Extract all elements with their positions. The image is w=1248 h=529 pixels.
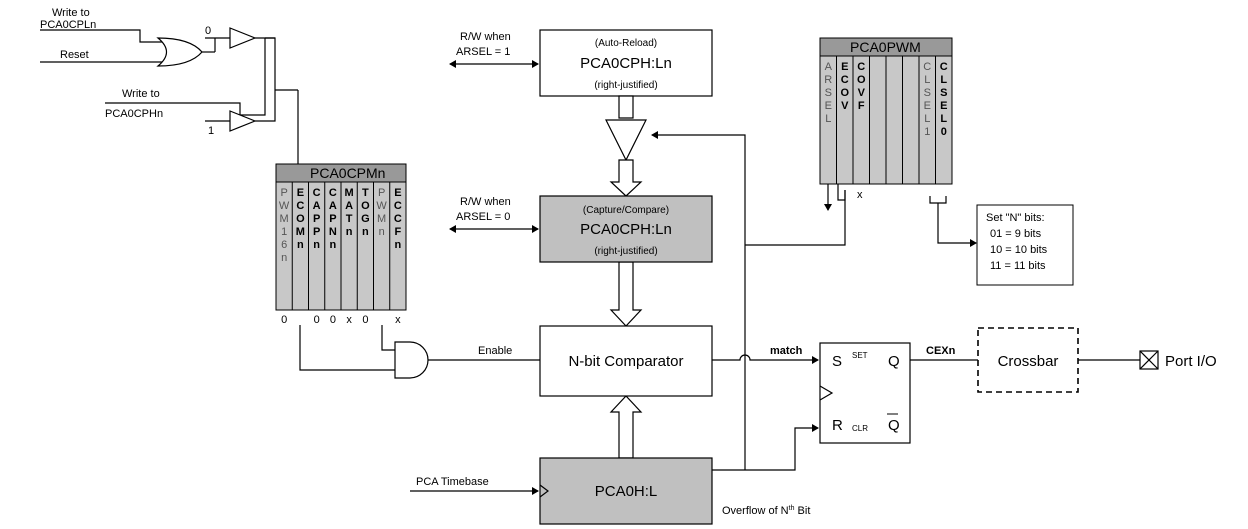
nbits-note bbox=[976, 204, 1074, 286]
pwm-output-lines bbox=[824, 184, 977, 247]
cexn-label: CEXn bbox=[926, 345, 956, 357]
and-gate bbox=[394, 341, 429, 379]
nbits-line4: 11 = 11 bits bbox=[990, 260, 1046, 272]
zero-input-label: 0 bbox=[205, 25, 211, 37]
timebase-label: PCA Timebase bbox=[416, 476, 489, 488]
reset-label: Reset bbox=[60, 49, 89, 61]
pcaocpmn-value-0: 0 bbox=[281, 314, 287, 326]
pcaopwm-title: PCA0PWM bbox=[850, 39, 921, 55]
pcaocpmn-value-5: 0 bbox=[362, 314, 368, 326]
ff-clr-label: CLR bbox=[852, 424, 868, 433]
counter-label: PCA0H:L bbox=[595, 483, 658, 500]
enable-logic bbox=[299, 325, 540, 379]
port-io-label: Port I/O bbox=[1165, 353, 1217, 370]
ff-qbar-label: Q bbox=[888, 417, 900, 434]
nbits-line1: Set "N" bits: bbox=[986, 212, 1045, 224]
buffer-0 bbox=[229, 27, 257, 49]
autoreload-top-label: (Auto-Reload) bbox=[595, 38, 657, 49]
pcaocpmn-value-4: x bbox=[346, 314, 352, 326]
overflow-control-line bbox=[651, 131, 746, 470]
ff-q-label: Q bbox=[888, 353, 900, 370]
one-input-label: 1 bbox=[208, 125, 214, 137]
nbits-line3: 10 = 10 bits bbox=[990, 244, 1048, 256]
enable-label: Enable bbox=[478, 345, 512, 357]
rw-arsel0-label-2: ARSEL = 0 bbox=[456, 211, 510, 223]
write-pcaocphn-label-2: PCA0CPHn bbox=[105, 108, 163, 120]
tristate-buffer bbox=[605, 119, 647, 162]
pcaocpmn-value-3: 0 bbox=[330, 314, 336, 326]
autoreload-main-label: PCA0CPH:Ln bbox=[580, 55, 672, 72]
rw-arsel1-label-2: ARSEL = 1 bbox=[456, 46, 510, 58]
overflow-lines bbox=[712, 190, 846, 471]
capture-bottom-label: (right-justified) bbox=[594, 246, 657, 257]
capture-main-label: PCA0CPH:Ln bbox=[580, 221, 672, 238]
overflow-label: Overflow of Nth Bit bbox=[722, 505, 810, 517]
autoreload-block bbox=[539, 29, 713, 97]
ff-r-label: R bbox=[832, 417, 843, 434]
write-pcaocphn-label-1: Write to bbox=[122, 88, 160, 100]
pcaocpmn-title: PCA0CPMn bbox=[310, 165, 385, 181]
rw-arsel1-label-1: R/W when bbox=[460, 31, 511, 43]
autoreload-bottom-label: (right-justified) bbox=[594, 80, 657, 91]
capture-top-label: (Capture/Compare) bbox=[583, 205, 669, 216]
or-gate bbox=[156, 37, 203, 67]
write-pcaocpln-label-2: PCA0CPLn bbox=[40, 19, 96, 31]
crossbar-label: Crossbar bbox=[998, 353, 1059, 370]
nbits-line2: 01 = 9 bits bbox=[990, 228, 1042, 240]
pwm-x-label: x bbox=[857, 189, 863, 201]
port-io-icon bbox=[1139, 350, 1159, 370]
match-label: match bbox=[770, 345, 803, 357]
counter-block bbox=[539, 457, 713, 525]
pcaocpmn-value-2: 0 bbox=[314, 314, 320, 326]
write-pcaocpln-label-1: Write to bbox=[52, 7, 90, 19]
buffer-1 bbox=[229, 110, 257, 132]
data-path-arrows bbox=[605, 95, 647, 459]
rw-arsel0-label-1: R/W when bbox=[460, 196, 511, 208]
ff-s-label: S bbox=[832, 353, 842, 370]
crossbar-block bbox=[977, 327, 1079, 393]
sr-flipflop bbox=[819, 342, 911, 444]
capture-block bbox=[539, 195, 713, 263]
comparator-block bbox=[539, 325, 713, 397]
ff-set-label: SET bbox=[852, 351, 868, 360]
comparator-label: N-bit Comparator bbox=[568, 353, 683, 370]
pcaocpmn-value-7: x bbox=[395, 314, 401, 326]
